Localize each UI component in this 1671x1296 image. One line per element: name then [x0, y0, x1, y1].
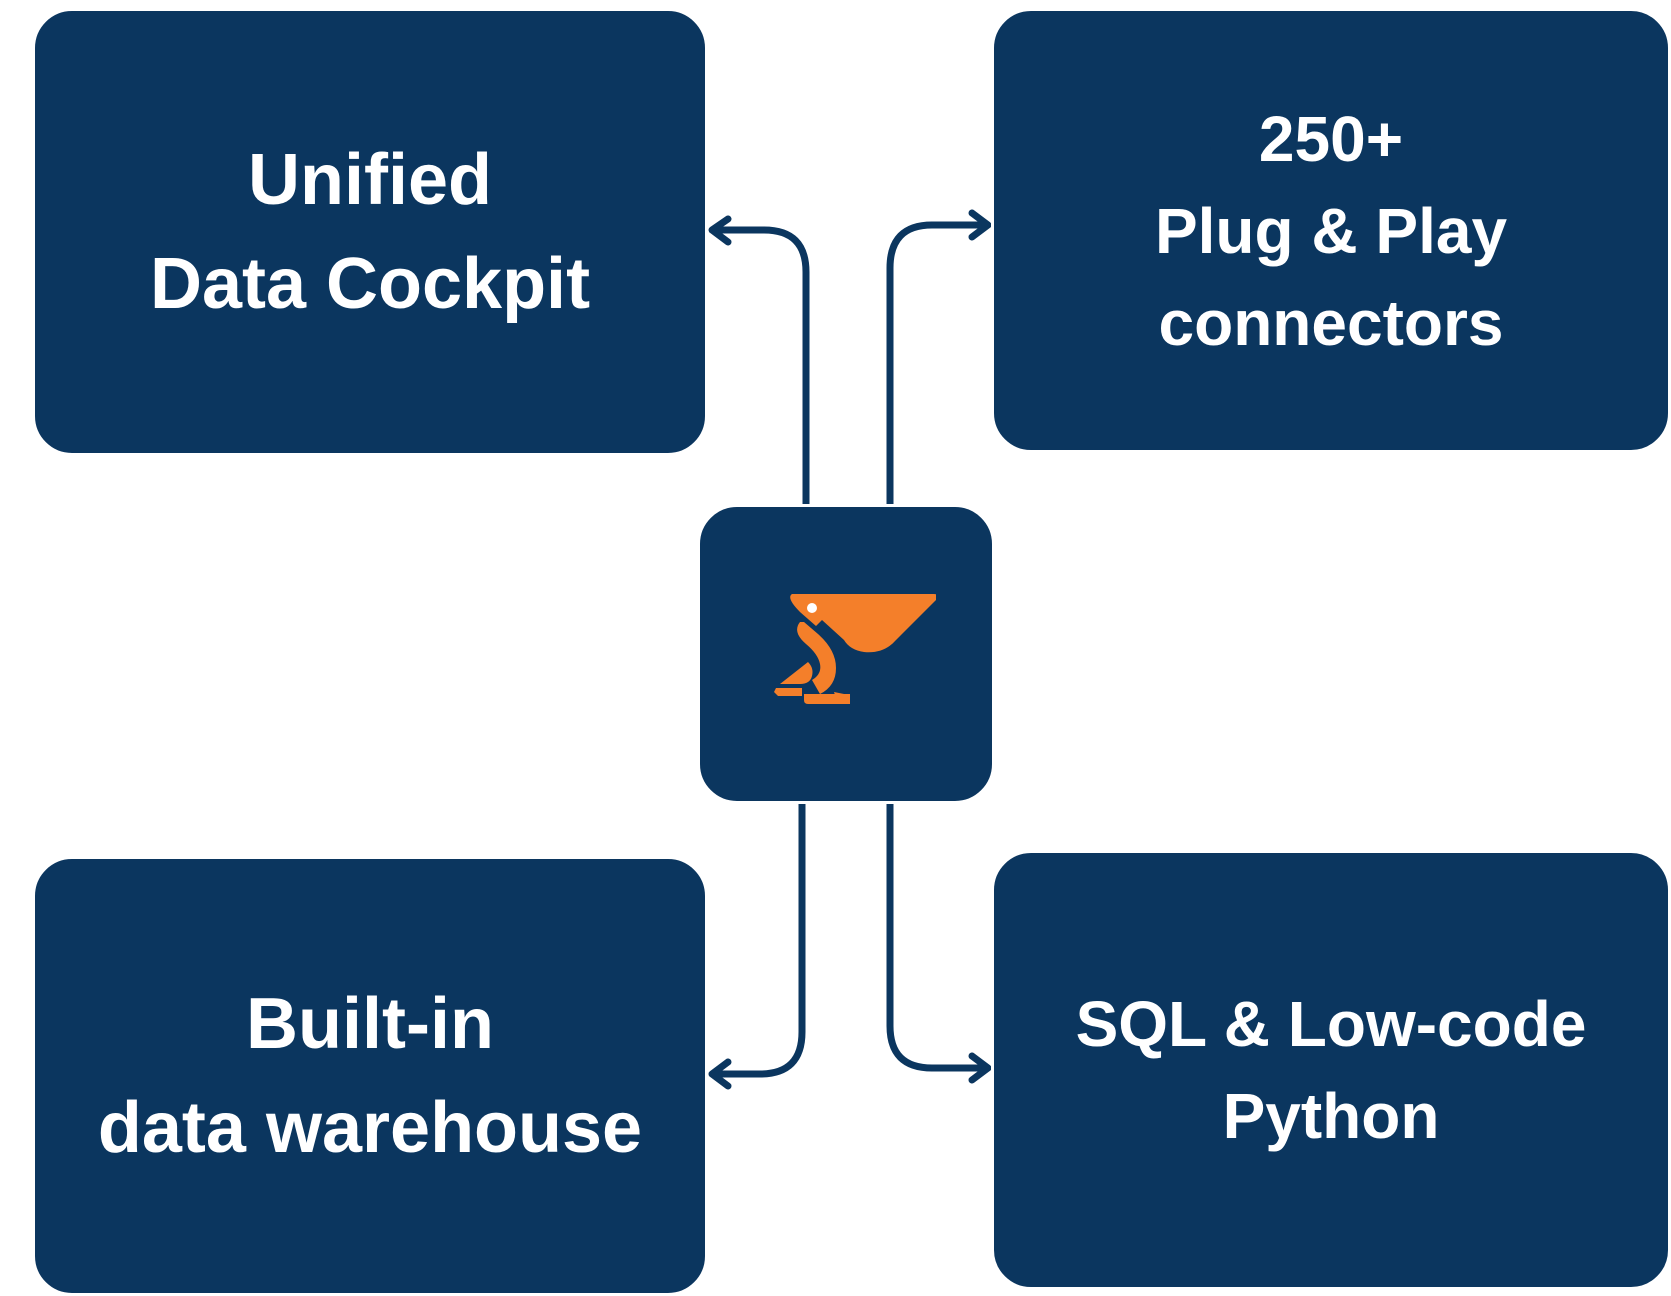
connector-bottom-left — [710, 800, 806, 1078]
hub-box — [697, 504, 995, 804]
feature-line: connectors — [1158, 286, 1504, 359]
feature-line: 250+ — [1258, 102, 1404, 175]
arrowhead-bottom-left — [708, 1058, 732, 1090]
connector-top-right — [886, 221, 990, 508]
feature-box-data-warehouse: Built-in data warehouse — [32, 856, 708, 1296]
feature-line: data warehouse — [97, 1088, 643, 1168]
arrowhead-bottom-right — [968, 1052, 992, 1084]
connector-bottom-right — [886, 800, 990, 1072]
feature-line: Plug & Play — [1154, 194, 1508, 267]
feature-line: SQL & Low-code — [1075, 988, 1587, 1060]
arrowhead-top-left — [708, 215, 732, 246]
feature-box-sql-python: SQL & Low-code Python — [991, 850, 1671, 1290]
feature-line: Python — [1222, 1080, 1440, 1152]
feature-box-connectors: 250+ Plug & Play connectors — [991, 8, 1671, 453]
arrowhead-top-right — [968, 209, 992, 241]
feature-line: Built-in — [246, 984, 494, 1064]
connector-top-left — [710, 226, 810, 508]
feature-box-unified-data-cockpit: Unified Data Cockpit — [32, 8, 708, 456]
pelican-logo-icon — [774, 594, 936, 704]
feature-line: Data Cockpit — [149, 244, 591, 324]
feature-line: Unified — [248, 140, 492, 220]
